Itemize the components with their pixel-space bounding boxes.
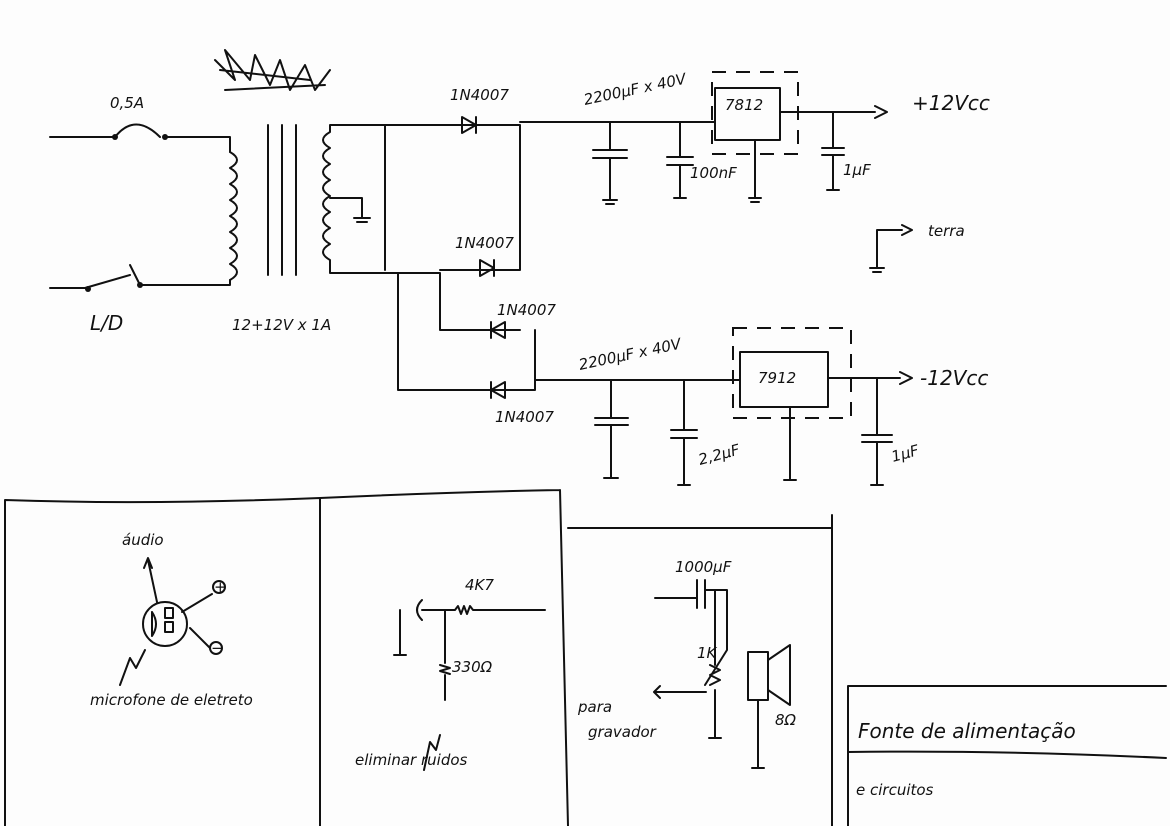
diode-label-2: 1N4007 <box>455 234 514 252</box>
regulator-7812-label: 7812 <box>725 96 763 114</box>
neg-cap-main-label: 2200µF x 40V <box>577 334 684 374</box>
scribble <box>214 49 331 91</box>
recorder-caption-line1: para <box>577 698 612 716</box>
pos-cap-out-label: 1µF <box>843 161 871 179</box>
noise-filter-circuit <box>393 599 546 771</box>
neg-cap-out-label: 1µF <box>889 441 921 466</box>
transformer-core <box>267 124 297 276</box>
pot-1k-label: 1K <box>697 644 718 662</box>
pos-cap-small-label: 100nF <box>690 164 737 182</box>
ground-symbol-terra <box>869 224 913 273</box>
diode-label-3: 1N4007 <box>497 301 556 319</box>
fuse-label: 0,5A <box>110 94 144 112</box>
speaker-8ohm-label: 8Ω <box>775 711 797 729</box>
diode-label-4: 1N4007 <box>495 408 554 426</box>
title-block-subtitle: e circuitos <box>856 781 934 799</box>
ground-label: terra <box>928 222 965 240</box>
recorder-caption-line2: gravador <box>588 723 657 741</box>
transformer-secondary <box>322 124 399 274</box>
switch-label: L/D <box>90 311 123 335</box>
plus-terminal-label: + <box>214 578 227 596</box>
negative-output-label: -12Vcc <box>920 366 988 390</box>
resistor-4k7-label: 4K7 <box>465 576 494 594</box>
electret-microphone <box>119 557 226 686</box>
title-block-title: Fonte de alimentação <box>858 719 1076 743</box>
regulator-7912-label: 7912 <box>758 369 796 387</box>
neg-cap-small-label: 2,2µF <box>696 441 742 469</box>
noise-filter-caption: eliminar ruidos <box>355 751 468 769</box>
capacitor-1000uf-label: 1000µF <box>675 558 732 576</box>
output-stage-circuit <box>653 579 791 769</box>
positive-regulator-circuit <box>519 71 888 205</box>
positive-output-label: +12Vcc <box>912 91 990 115</box>
mains-input <box>49 123 238 292</box>
pos-cap-main-label: 2200µF x 40V <box>582 69 689 109</box>
transformer-label: 12+12V x 1A <box>232 316 331 334</box>
resistor-330-label: 330Ω <box>452 658 493 676</box>
microphone-caption: microfone de eletreto <box>90 691 253 709</box>
diode-label-1: 1N4007 <box>450 86 509 104</box>
negative-regulator-circuit <box>534 327 913 486</box>
rectifier-bridge <box>384 116 536 399</box>
panel-borders <box>4 489 1167 826</box>
minus-terminal-label: − <box>211 639 224 657</box>
audio-label: áudio <box>122 531 164 549</box>
